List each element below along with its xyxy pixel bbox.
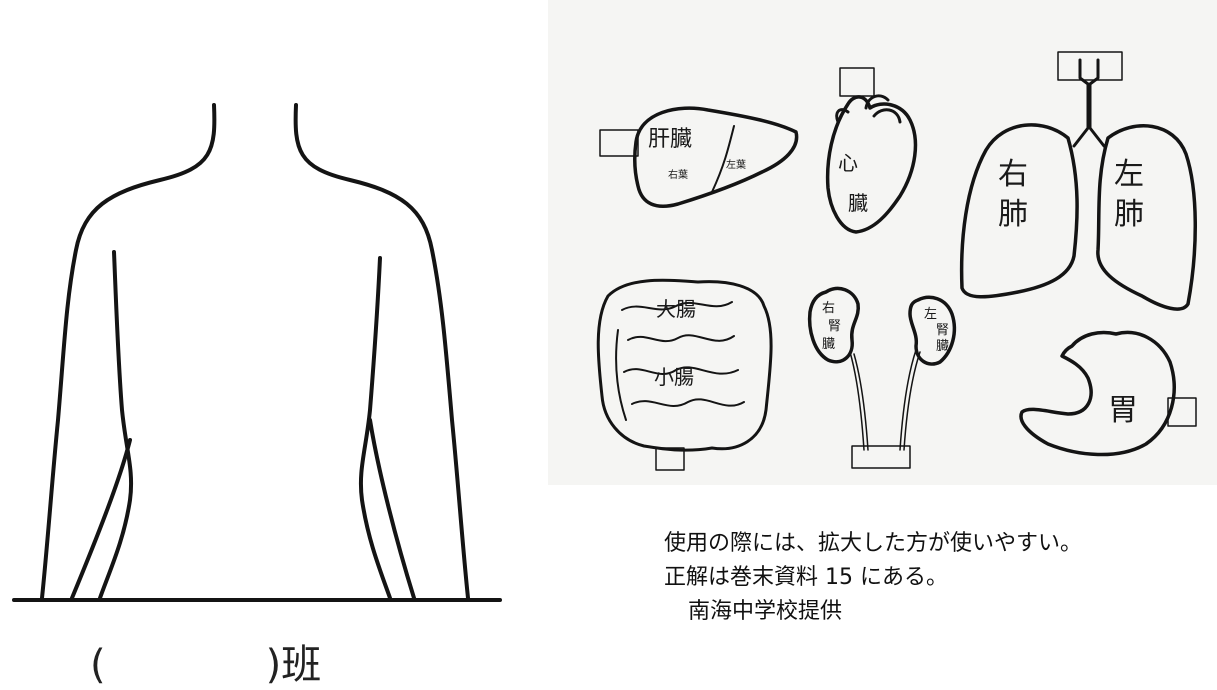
usage-note-line-1: 使用の際には、拡大した方が使いやすい。 (664, 527, 1204, 561)
intestines-cutout: 大腸 小腸 (598, 280, 771, 470)
class-label: ( )班 (90, 640, 321, 690)
heart-label-box (840, 68, 874, 96)
right-lung-label-top: 右 (998, 157, 1028, 192)
right-kidney-label-2: 腎 (828, 319, 841, 334)
left-inner-arm-line (100, 252, 131, 598)
usage-note: 使用の際には、拡大した方が使いやすい。 正解は巻末資料 15 にある。 南海中学… (664, 527, 1204, 629)
lungs-cutout: 右 肺 左 肺 (962, 52, 1196, 309)
liver-division-line (712, 126, 734, 192)
liver-outline (635, 108, 797, 206)
left-kidney-label-2: 腎 (936, 323, 949, 338)
usage-note-line-2: 正解は巻末資料 15 にある。 (664, 561, 1204, 595)
stomach-cutout: 胃 (1021, 332, 1196, 454)
large-intestine-label: 大腸 (656, 297, 696, 321)
kidneys-label-box (852, 446, 910, 468)
liver-label: 肝臓 (648, 127, 692, 152)
right-inner-arm-line (361, 258, 390, 598)
right-kidney-label-3: 臓 (822, 337, 835, 352)
small-intestine-label: 小腸 (654, 365, 694, 389)
organ-cutouts-panel: 肝臓 右葉 左葉 心 臓 右 肺 左 肺 大腸 (548, 0, 1217, 485)
heart-label-bottom: 臓 (848, 191, 868, 215)
right-torso-line (370, 420, 414, 598)
heart-cutout: 心 臓 (828, 68, 916, 232)
body-outline-panel: ( )班 (0, 0, 548, 690)
left-lung-label-top: 左 (1114, 157, 1144, 192)
stomach-outline (1021, 332, 1174, 454)
trachea (1074, 60, 1104, 146)
left-torso-line (72, 440, 130, 598)
liver-right-lobe-label: 右葉 (668, 168, 688, 181)
left-lung-outline (1098, 126, 1195, 309)
liver-left-lobe-label: 左葉 (726, 158, 746, 171)
organ-cutouts-drawing: 肝臓 右葉 左葉 心 臓 右 肺 左 肺 大腸 (548, 0, 1217, 485)
body-outline-drawing (0, 0, 548, 690)
right-kidney-label-1: 右 (822, 301, 835, 316)
left-kidney-label-3: 臓 (936, 339, 949, 354)
ureters (850, 350, 920, 450)
liver-cutout: 肝臓 右葉 左葉 (600, 108, 797, 206)
right-lung-label-bottom: 肺 (998, 197, 1028, 232)
stomach-label: 胃 (1108, 393, 1138, 428)
lungs-label-box (1058, 52, 1122, 80)
left-lung-label-bottom: 肺 (1114, 197, 1144, 232)
body-right-outline (296, 105, 468, 598)
kidneys-cutout: 右 腎 臓 左 腎 臓 (810, 288, 955, 468)
heart-label-top: 心 (838, 151, 858, 175)
source-credit: 南海中学校提供 (664, 595, 1204, 629)
body-left-outline (42, 105, 214, 598)
left-kidney-label-1: 左 (924, 307, 937, 322)
liver-label-box (600, 130, 638, 156)
